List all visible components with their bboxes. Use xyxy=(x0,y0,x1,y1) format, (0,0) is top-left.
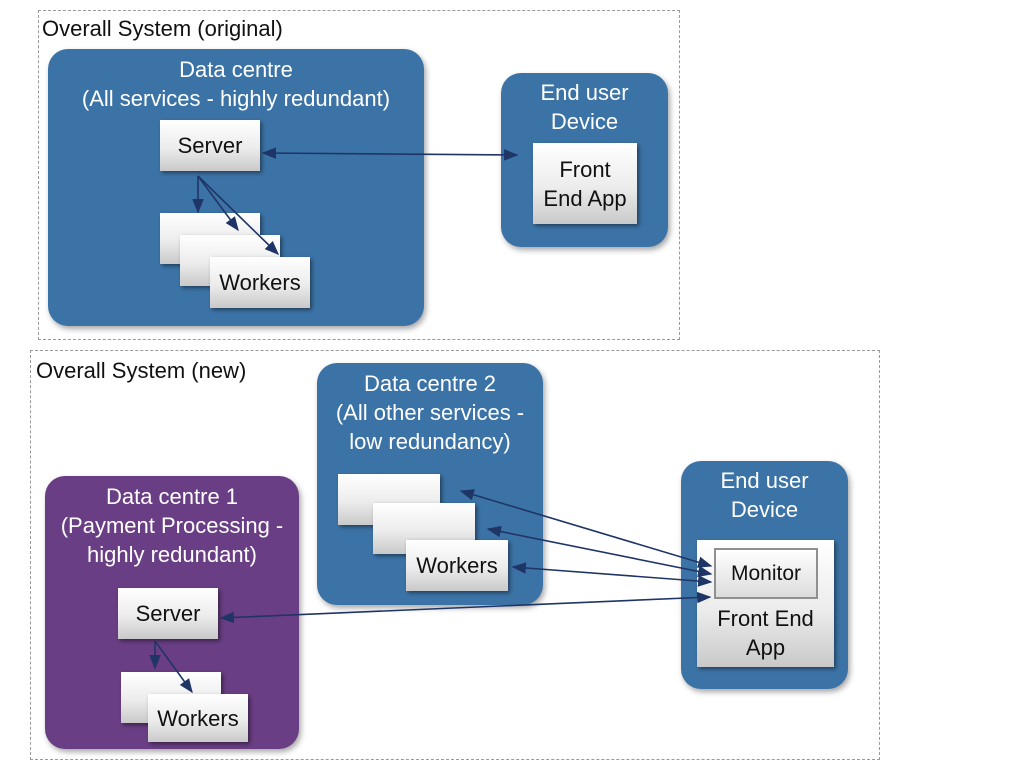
datacentre-1-label: Data centre 1 (Payment Processing - high… xyxy=(45,482,299,569)
server-original: Server xyxy=(160,120,260,171)
original-system-frame xyxy=(38,10,680,340)
front-end-app-original-line1: Front xyxy=(559,156,611,182)
device-original-line2: Device xyxy=(550,109,619,134)
new-system-frame xyxy=(30,350,880,760)
front-end-app-new-line1: Front End xyxy=(717,606,814,631)
datacentre-original-desc: (All services - highly redundant) xyxy=(81,86,391,111)
datacentre-original-label: Data centre (All services - highly redun… xyxy=(48,55,424,113)
new-system-title: Overall System (new) xyxy=(36,358,247,383)
server-new: Server xyxy=(118,588,218,639)
front-end-app-new-line2: App xyxy=(745,635,786,660)
datacentre-1-name: Data centre 1 xyxy=(105,484,239,509)
datacentre-2-label: Data centre 2 (All other services - low … xyxy=(317,369,543,456)
original-system-title: Overall System (original) xyxy=(42,16,283,41)
device-new-line2: Device xyxy=(730,497,799,522)
workers-dc2: Workers xyxy=(406,540,508,591)
workers-original: Workers xyxy=(210,257,310,308)
workers-dc1: Workers xyxy=(148,694,248,742)
front-end-app-original: Front End App xyxy=(533,143,637,224)
datacentre-1-desc-line1: (Payment Processing - xyxy=(60,513,284,538)
front-end-app-original-line2: End App xyxy=(543,185,627,211)
datacentre-1-desc-line2: highly redundant) xyxy=(86,542,257,567)
datacentre-original-name: Data centre xyxy=(179,57,293,82)
device-original-label: End user Device xyxy=(501,78,668,136)
datacentre-2-desc-line2: low redundancy) xyxy=(349,429,511,454)
device-new-label: End user Device xyxy=(681,466,848,524)
datacentre-2-desc-line1: (All other services - xyxy=(335,400,525,425)
device-new-line1: End user xyxy=(720,468,809,493)
monitor-box: Monitor xyxy=(714,548,818,599)
device-original-line1: End user xyxy=(540,80,629,105)
datacentre-2-name: Data centre 2 xyxy=(363,371,497,396)
